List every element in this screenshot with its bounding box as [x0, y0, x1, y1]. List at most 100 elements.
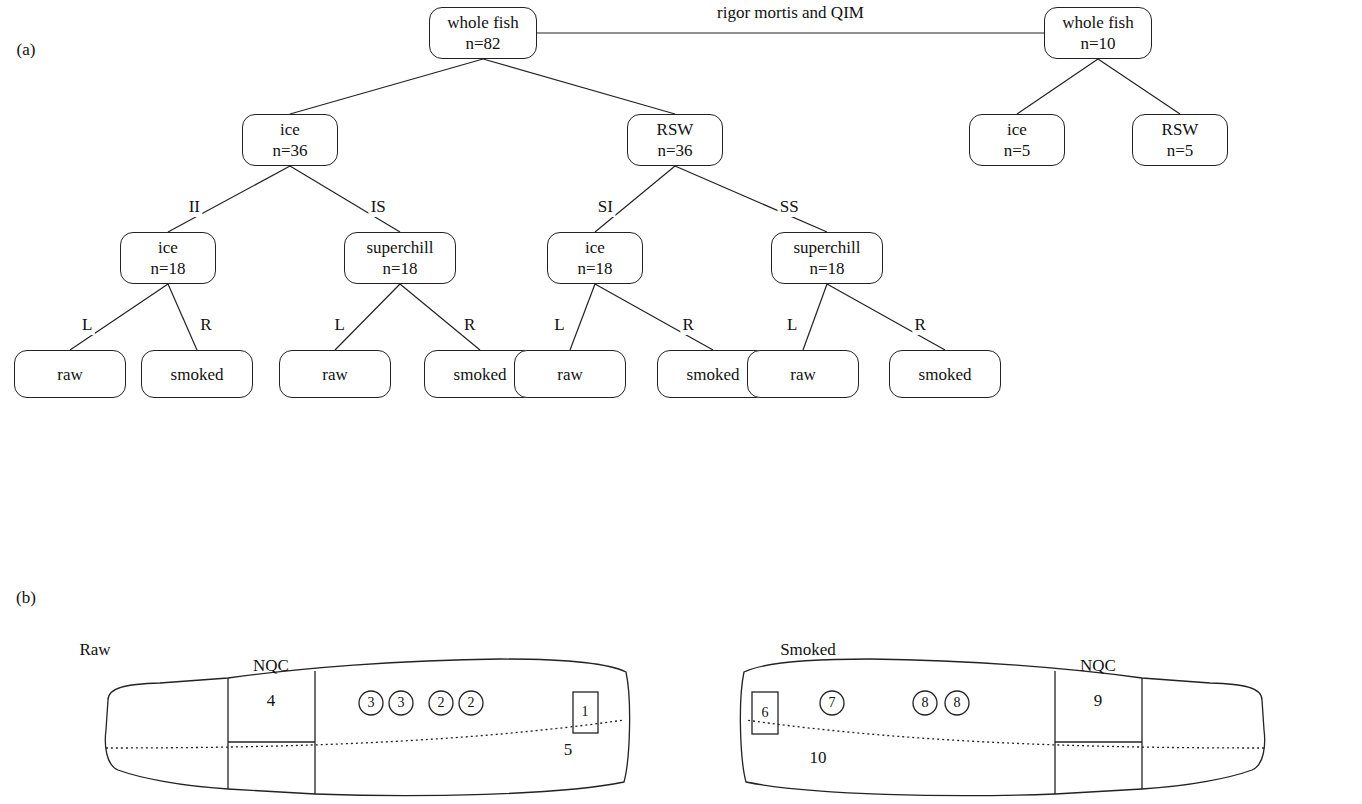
branch-label: L: [332, 315, 346, 335]
fillet-outline: [105, 659, 629, 796]
node-text: raw: [322, 364, 347, 385]
nqc-split: [228, 741, 315, 742]
branch-label: IS: [369, 197, 388, 217]
callout-number: Raw: [79, 640, 110, 660]
tree-branch: [570, 284, 595, 350]
group-box: RSWn=5: [1132, 114, 1228, 166]
callout-number: NQC: [253, 656, 289, 676]
callout-number: 8: [954, 693, 961, 713]
callout-number: 10: [810, 748, 827, 768]
tree-branch: [595, 166, 675, 232]
tree-branch: [675, 166, 827, 232]
callout-number: 1: [582, 702, 589, 722]
node-text: smoked: [171, 364, 224, 385]
group-box: icen=5: [969, 114, 1065, 166]
branch-label: L: [785, 315, 799, 335]
node-text: ice: [158, 237, 178, 258]
node-text: raw: [57, 364, 82, 385]
branch-label: SS: [778, 197, 801, 217]
raw-fillet: [105, 659, 629, 796]
sample-circle: [459, 691, 483, 715]
node-text: superchill: [366, 237, 433, 258]
node-text: n=10: [1080, 33, 1115, 54]
branch-label: rigor mortis and QIM: [715, 3, 866, 23]
belly-line: [106, 720, 624, 748]
sample-circle: [389, 691, 413, 715]
node-text: n=18: [577, 258, 612, 279]
tree-branch: [290, 166, 400, 232]
node-text: n=5: [1167, 140, 1194, 161]
node-text: n=5: [1004, 140, 1031, 161]
node-text: RSW: [1162, 119, 1199, 140]
callout-number: 4: [267, 691, 276, 711]
callout-number: 3: [368, 693, 375, 713]
sample-box: smoked: [889, 350, 1001, 398]
group-box: icen=18: [120, 232, 216, 284]
branch-label: SI: [596, 197, 615, 217]
tree-branch: [70, 284, 168, 350]
group-box: superchilln=18: [771, 232, 883, 284]
group-box: RSWn=36: [627, 114, 723, 166]
sample-circle: [429, 691, 453, 715]
node-text: n=36: [657, 140, 692, 161]
sample-circle: [945, 691, 969, 715]
callout-number: NQC: [1080, 656, 1116, 676]
group-box: superchilln=18: [344, 232, 456, 284]
node-text: n=36: [272, 140, 307, 161]
branch-label: R: [462, 315, 477, 335]
node-text: whole fish: [447, 12, 518, 33]
node-text: smoked: [454, 364, 507, 385]
nqc-cut: [1054, 671, 1055, 794]
sample-box: raw: [279, 350, 391, 398]
tree-branch: [1098, 59, 1180, 114]
node-text: smoked: [919, 364, 972, 385]
node-text: ice: [1007, 119, 1027, 140]
sample-box: raw: [514, 350, 626, 398]
branch-label: L: [552, 315, 566, 335]
nqc-cut: [227, 678, 228, 789]
tree-branch: [803, 284, 827, 350]
branch-label: L: [80, 315, 94, 335]
branch-label: R: [680, 315, 695, 335]
callout-number: 7: [829, 693, 836, 713]
node-text: n=18: [150, 258, 185, 279]
callout-number: 2: [468, 693, 475, 713]
branch-label: R: [198, 315, 213, 335]
tree-branch: [400, 284, 480, 350]
callout-number: 8: [922, 693, 929, 713]
node-text: raw: [790, 364, 815, 385]
sample-rect: [752, 692, 778, 734]
callout-number: 5: [564, 740, 573, 760]
sample-circle: [359, 691, 383, 715]
tree-branch: [290, 59, 483, 114]
node-text: smoked: [687, 364, 740, 385]
group-box: icen=36: [242, 114, 338, 166]
group-box: whole fishn=10: [1044, 7, 1152, 59]
nqc-cut: [314, 671, 315, 794]
callout-number: 2: [438, 693, 445, 713]
callout-number: Smoked: [780, 640, 836, 660]
callout-number: 6: [762, 703, 769, 723]
smoked-fillet: [740, 659, 1264, 796]
panel-label: (b): [16, 588, 36, 608]
sample-box: smoked: [141, 350, 253, 398]
group-box: whole fishn=82: [429, 7, 537, 59]
sample-box: raw: [747, 350, 859, 398]
node-text: n=18: [382, 258, 417, 279]
node-text: ice: [585, 237, 605, 258]
branch-label: R: [912, 315, 927, 335]
node-text: ice: [280, 119, 300, 140]
belly-line: [746, 720, 1264, 748]
sample-circle: [820, 691, 844, 715]
node-text: n=82: [465, 33, 500, 54]
sample-box: raw: [14, 350, 126, 398]
callout-number: 9: [1094, 691, 1103, 711]
group-box: icen=18: [547, 232, 643, 284]
node-text: RSW: [657, 119, 694, 140]
node-text: superchill: [793, 237, 860, 258]
nqc-split: [1055, 741, 1142, 742]
callout-number: 3: [398, 693, 405, 713]
tree-branch: [168, 284, 197, 350]
fillet-outline: [740, 659, 1264, 796]
